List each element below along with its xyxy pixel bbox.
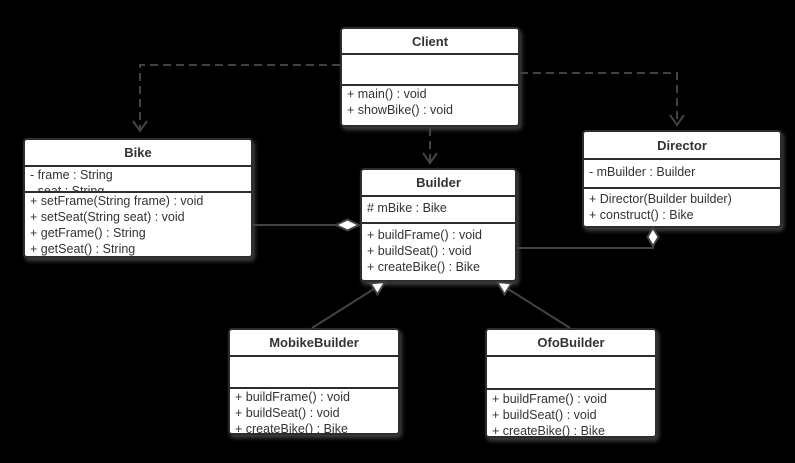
method-row: + getFrame() : String xyxy=(30,226,146,240)
method-row: + buildFrame() : void xyxy=(492,392,607,406)
method-row: + buildSeat() : void xyxy=(492,408,597,422)
generalization-connector-mobikebuilder-builder[interactable] xyxy=(311,280,387,329)
open-arrowhead-icon xyxy=(132,120,148,133)
dependency-arrow-client-builder[interactable] xyxy=(422,128,438,165)
open-arrowhead-icon xyxy=(669,114,685,127)
method-row: + buildFrame() : void xyxy=(367,228,482,242)
method-row: + buildSeat() : void xyxy=(235,406,340,420)
attribute-row: # mBike : Bike xyxy=(367,201,447,215)
open-arrowhead-icon xyxy=(422,152,438,165)
dependency-arrow-client-bike[interactable] xyxy=(132,64,340,133)
attribute-row: - frame : String xyxy=(30,168,113,182)
method-row: + buildSeat() : void xyxy=(367,244,472,258)
class-methods-builder: + buildFrame() : void + buildSeat() : vo… xyxy=(362,222,515,280)
class-box-builder[interactable]: Builder # mBike : Bike + buildFrame() : … xyxy=(360,168,517,282)
aggregation-diamond-icon xyxy=(333,218,362,232)
class-title-builder: Builder xyxy=(416,175,461,190)
aggregation-connector-builder-director[interactable] xyxy=(517,226,660,249)
class-attributes-mobikebuilder xyxy=(230,355,398,387)
method-row: + construct() : Bike xyxy=(589,208,694,222)
aggregation-diamond-icon xyxy=(646,226,660,248)
method-row: + buildFrame() : void xyxy=(235,390,350,404)
attribute-row: - mBuilder : Builder xyxy=(589,165,696,179)
class-attributes-director: - mBuilder : Builder xyxy=(584,158,780,187)
class-methods-ofobuilder: + buildFrame() : void + buildSeat() : vo… xyxy=(487,388,655,436)
method-row: + createBike() : Bike xyxy=(492,424,605,436)
class-box-director[interactable]: Director - mBuilder : Builder + Director… xyxy=(582,130,782,228)
method-row: + showBike() : void xyxy=(347,103,453,117)
attribute-row: - seat : String xyxy=(30,184,105,191)
class-box-mobikebuilder[interactable]: MobikeBuilder + buildFrame() : void + bu… xyxy=(228,328,400,435)
class-box-bike[interactable]: Bike - frame : String - seat : String + … xyxy=(23,138,253,258)
method-row: + setFrame(String frame) : void xyxy=(30,194,204,208)
class-title-client: Client xyxy=(411,33,449,49)
aggregation-connector-bike-builder[interactable] xyxy=(253,218,362,232)
method-row: + createBike() : Bike xyxy=(367,260,480,274)
class-attributes-builder: # mBike : Bike xyxy=(362,195,515,222)
method-row: + createBike() : Bike xyxy=(235,422,348,433)
class-title-ofobuilder: OfoBuilder xyxy=(537,335,605,350)
class-box-ofobuilder[interactable]: OfoBuilder + buildFrame() : void + build… xyxy=(485,328,657,438)
inheritance-triangle-icon xyxy=(368,280,387,297)
class-attributes-ofobuilder xyxy=(487,355,655,388)
class-methods-client: + main() : void + showBike() : void xyxy=(342,84,518,125)
class-title-bike: Bike xyxy=(124,145,152,160)
method-row: + getSeat() : String xyxy=(30,242,136,256)
class-title-director: Director xyxy=(657,137,707,153)
generalization-connector-ofobuilder-builder[interactable] xyxy=(495,280,571,329)
class-methods-mobikebuilder: + buildFrame() : void + buildSeat() : vo… xyxy=(230,387,398,433)
method-row: + setSeat(String seat) : void xyxy=(30,210,185,224)
dependency-arrow-client-director[interactable] xyxy=(520,72,685,127)
class-methods-bike: + setFrame(String frame) : void + setSea… xyxy=(25,191,251,256)
class-attributes-client xyxy=(342,53,518,84)
method-row: + Director(Builder builder) xyxy=(589,192,732,206)
class-methods-director: + Director(Builder builder) + construct(… xyxy=(584,187,780,226)
method-row: + main() : void xyxy=(347,87,427,101)
class-title-mobikebuilder: MobikeBuilder xyxy=(269,335,359,350)
class-attributes-bike: - frame : String - seat : String xyxy=(25,165,251,191)
inheritance-triangle-icon xyxy=(495,280,514,297)
class-box-client[interactable]: Client + main() : void + showBike() : vo… xyxy=(340,27,520,127)
